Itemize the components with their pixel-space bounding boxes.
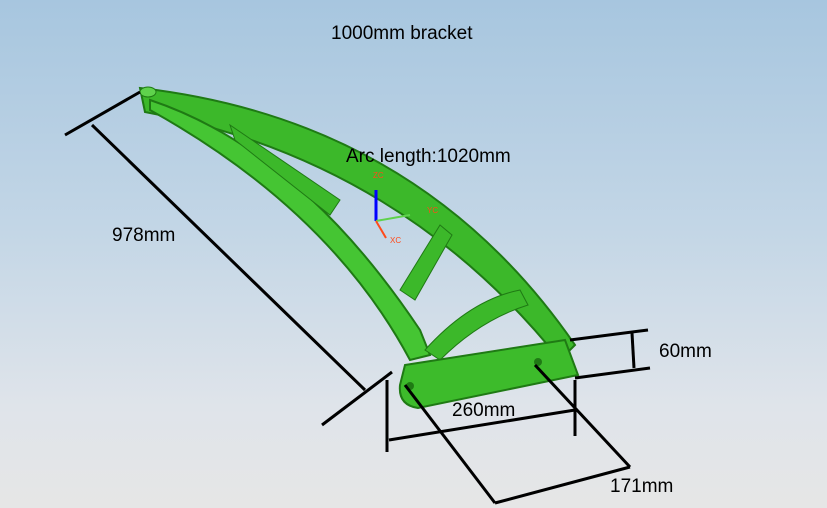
height-extension-line xyxy=(64,90,141,137)
triad-z-label: ZC xyxy=(373,171,384,180)
thickness-extension-line xyxy=(569,328,649,342)
base-length-label: 260mm xyxy=(452,400,516,421)
triad-x-label: XC xyxy=(390,236,401,245)
drawing-title: 1000mm bracket xyxy=(331,23,473,44)
base-length-dimension-line xyxy=(388,408,576,442)
coordinate-triad: ZC YC XC xyxy=(373,171,438,245)
bracket-part[interactable] xyxy=(138,86,580,410)
base-width-extension-line xyxy=(533,363,632,469)
base-width-dimension-line xyxy=(494,465,631,505)
thickness-label: 60mm xyxy=(659,341,712,362)
height-label: 978mm xyxy=(112,225,176,246)
triad-y-label: YC xyxy=(427,206,438,215)
dimension-lines xyxy=(64,90,651,505)
height-dimension-line xyxy=(90,123,367,392)
arc-length-label: Arc length:1020mm xyxy=(346,146,511,167)
height-extension-line xyxy=(321,370,393,427)
base-width-label: 171mm xyxy=(610,476,674,497)
thickness-extension-line xyxy=(574,366,651,380)
thickness-dimension-line xyxy=(630,332,636,369)
base-width-extension-line xyxy=(403,384,497,504)
